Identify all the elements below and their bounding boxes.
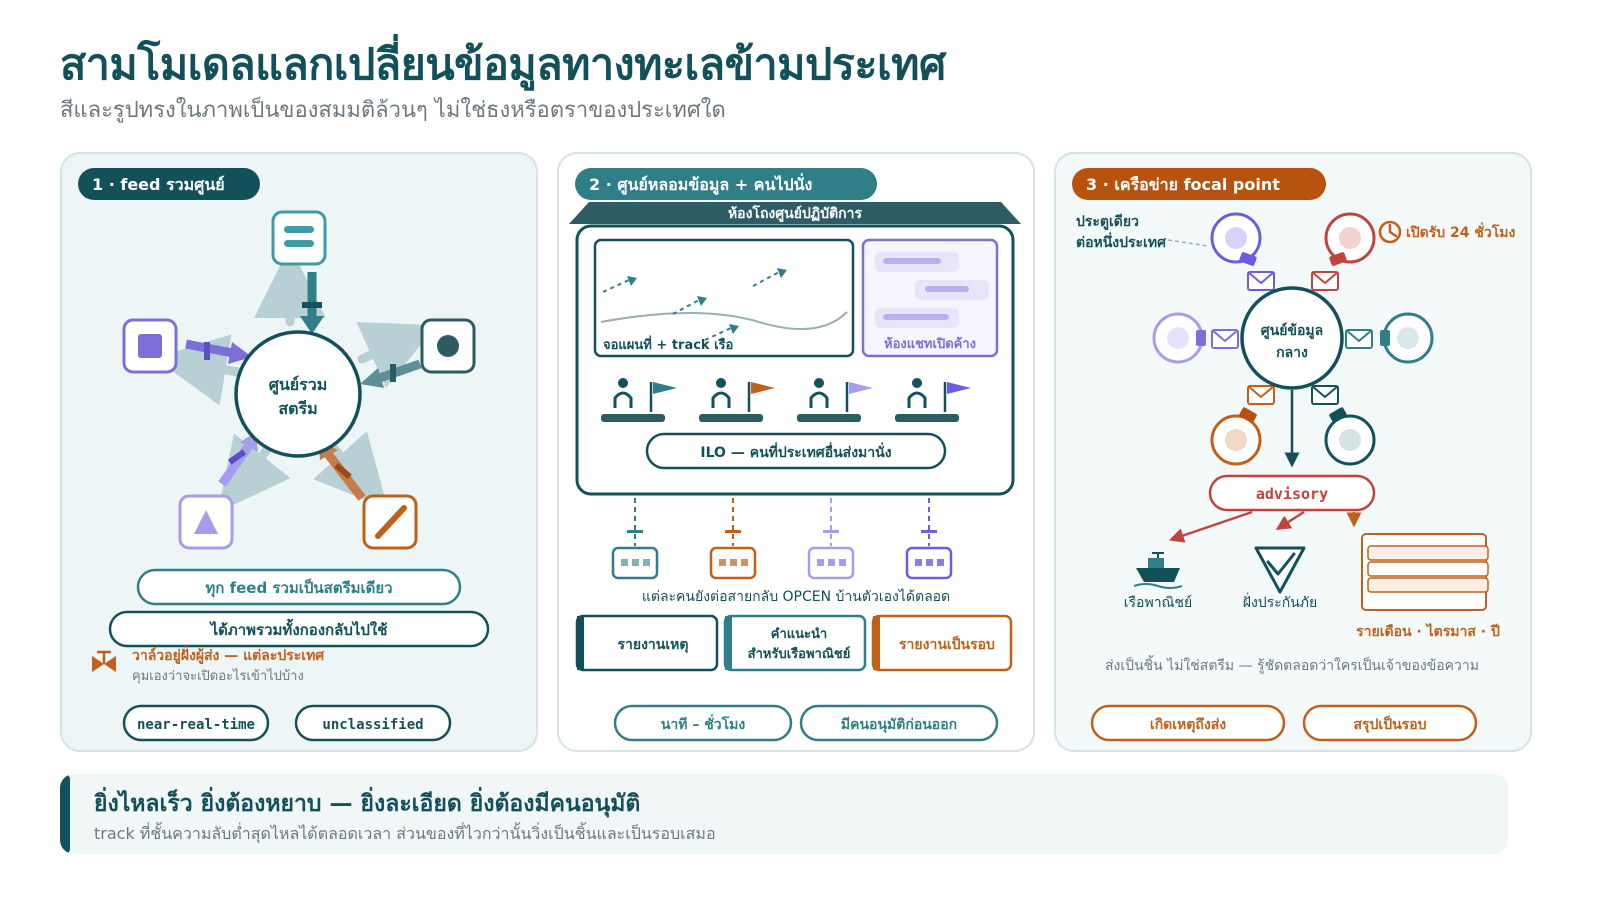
output-incident-report xyxy=(575,614,719,672)
valve-markers xyxy=(204,302,396,480)
source-teal xyxy=(271,210,327,266)
opcen-unit-purple xyxy=(905,546,953,580)
panel3-badge xyxy=(1072,168,1326,200)
tag-approval xyxy=(799,704,999,742)
officer-lilac xyxy=(797,378,873,422)
tag-periodic-summary xyxy=(1302,704,1478,742)
door-note-2: ต่อหนึ่งประเทศ xyxy=(1076,232,1167,251)
tag-near-real-time xyxy=(122,704,270,742)
source-slash xyxy=(362,494,418,550)
takeaway-box: ยิ่งไหลเร็ว ยิ่งต้องหยาบ — ยิ่งละเอียด ย… xyxy=(60,774,1508,854)
pill-all-feeds xyxy=(136,568,462,606)
ship-icon xyxy=(1133,552,1183,589)
pill-fleet-view xyxy=(108,610,490,648)
officer-purple xyxy=(895,378,971,422)
focal-node-dark xyxy=(1324,407,1376,466)
chat-screen xyxy=(861,238,999,358)
opcen-unit-teal xyxy=(611,546,659,580)
hub-label-2: สตรีม xyxy=(278,399,317,418)
periodic-reports-stack xyxy=(1361,533,1489,611)
periodic-reports-label: รายเดือน · ไตรมาส · ปี xyxy=(1356,622,1500,640)
room-roof xyxy=(569,202,1021,224)
panel2-badge-text: 2 · ศูนย์หลอมข้อมูล + คนไปนั่ง xyxy=(589,173,812,196)
panel2-badge xyxy=(575,168,877,200)
pill-all-feeds-text: ทุก feed รวมเป็นสตรีมเดียว xyxy=(205,578,392,598)
officer-orange xyxy=(699,378,775,422)
open-24h-note: เปิดรับ 24 ชั่วโมง xyxy=(1406,222,1516,241)
valve-icon xyxy=(92,650,116,672)
takeaway-headline: ยิ่งไหลเร็ว ยิ่งต้องหยาบ — ยิ่งละเอียด ย… xyxy=(94,791,641,817)
advisory-label: advisory xyxy=(1256,485,1328,503)
tag-periodic-summary-text: สรุปเป็นรอบ xyxy=(1353,715,1426,733)
tag-unclassified xyxy=(294,704,452,742)
panel2-diagram: 2 · ศูนย์หลอมข้อมูล + คนไปนั่ง ห้องโถงศู… xyxy=(569,168,1021,742)
shore-label: ฝั่งประกันภัย xyxy=(1243,593,1317,611)
panel3-diagram: 3 · เครือข่าย focal point ประตูเดียว ต่อ… xyxy=(1072,168,1516,742)
hub-label-1: ศูนย์รวม xyxy=(269,375,328,396)
central-hub xyxy=(1240,286,1344,390)
panel1-diagram: 1 · feed รวมศูนย์ xyxy=(78,168,490,742)
output-advice-label-2: สำหรับเรือพาณิชย์ xyxy=(748,646,851,662)
outbound-arrows xyxy=(154,246,437,513)
panel-fusion-center: 2 · ศูนย์หลอมข้อมูล + คนไปนั่ง ห้องโถงศู… xyxy=(557,152,1035,752)
door-note-leader xyxy=(1167,239,1209,247)
advisory-to-ship-arrow xyxy=(1168,510,1253,543)
focal-node-red xyxy=(1324,212,1376,266)
output-advice-label-1: คำแนะนำ xyxy=(771,626,827,642)
panel1-badge xyxy=(78,168,260,200)
panel3-badge-text: 3 · เครือข่าย focal point xyxy=(1086,175,1280,194)
output-periodic-report xyxy=(871,614,1013,672)
opcen-unit-orange xyxy=(709,546,757,580)
door-note-1: ประตูเดียว xyxy=(1076,214,1139,230)
ship-label: เรือพาณิชย์ xyxy=(1124,594,1193,611)
pill-fleet-view-text: ได้ภาพรวมทั้งกองกลับไปใช้ xyxy=(209,618,388,639)
opcen-unit-lilac xyxy=(807,546,855,580)
hub-circle xyxy=(234,330,362,458)
panel-focal-point-network: 3 · เครือข่าย focal point ประตูเดียว ต่อ… xyxy=(1054,152,1532,752)
source-dark-circle xyxy=(420,318,476,374)
ilo-pill xyxy=(645,432,947,470)
takeaway-accent-bar xyxy=(60,774,70,854)
panel-central-feed: 1 · feed รวมศูนย์ xyxy=(60,152,538,752)
output-incident-label: รายงานเหตุ xyxy=(618,637,689,653)
officer-teal xyxy=(601,378,677,422)
envelope-icons xyxy=(1211,271,1373,405)
advisory-to-shore-arrow xyxy=(1275,510,1305,531)
focal-node-orange xyxy=(1210,407,1262,466)
ilo-label: ILO — คนที่ประเทศอื่นส่งมานั่ง xyxy=(700,442,891,461)
chat-label: ห้องแชทเปิดค้าง xyxy=(884,336,976,352)
focal-node-teal xyxy=(1380,312,1434,364)
central-hub-label-1: ศูนย์ข้อมูล xyxy=(1261,322,1323,339)
valve-note: วาล์วอยู่ฝั่งผู้ส่ง — แต่ละประเทศ xyxy=(132,645,325,664)
central-hub-label-2: กลาง xyxy=(1276,345,1308,361)
shield-icon xyxy=(1254,546,1306,594)
tag-minutes-hours xyxy=(613,704,793,742)
focal-node-lilac xyxy=(1152,312,1206,364)
map-screen xyxy=(593,238,855,358)
tag-minutes-hours-text: นาที – ชั่วโมง xyxy=(661,714,746,733)
advisory-pill xyxy=(1208,474,1376,512)
page-subtitle: สีและรูปทรงในภาพเป็นของสมมติล้วนๆ ไม่ใช่… xyxy=(60,98,726,123)
clock-icon xyxy=(1378,220,1402,244)
home-links xyxy=(627,498,937,546)
panel3-caption: ส่งเป็นชิ้น ไม่ใช่สตรีม — รู้ชัดตลอดว่าใ… xyxy=(1105,655,1479,674)
output-advice xyxy=(723,614,867,672)
map-label: จอแผนที่ + track เรือ xyxy=(603,335,733,353)
output-periodic-label: รายงานเป็นรอบ xyxy=(899,635,995,653)
tag-approval-text: มีคนอนุมัติก่อนออก xyxy=(841,717,957,733)
tag-incident-send xyxy=(1090,704,1286,742)
takeaway-subline: track ที่ชั้นความลับต่ำสุดไหลได้ตลอดเวลา… xyxy=(94,824,716,843)
page-title: สามโมเดลแลกเปลี่ยนข้อมูลทางทะเลข้ามประเท… xyxy=(60,40,946,90)
panel1-badge-text: 1 · feed รวมศูนย์ xyxy=(92,175,225,196)
source-triangle xyxy=(178,494,234,550)
source-purple-square xyxy=(122,318,178,374)
tag-incident-send-text: เกิดเหตุถึงส่ง xyxy=(1150,716,1226,733)
valve-subnote: คุมเองว่าจะเปิดอะไรเข้าไปบ้าง xyxy=(132,668,304,684)
focal-node-purple xyxy=(1210,212,1262,266)
opcen-caption: แต่ละคนยังต่อสายกลับ OPCEN บ้านตัวเองได้… xyxy=(642,588,950,605)
tag-near-real-time-text: near-real-time xyxy=(137,717,255,733)
tag-unclassified-text: unclassified xyxy=(322,717,423,733)
room-label: ห้องโถงศูนย์ปฏิบัติการ xyxy=(728,204,863,222)
